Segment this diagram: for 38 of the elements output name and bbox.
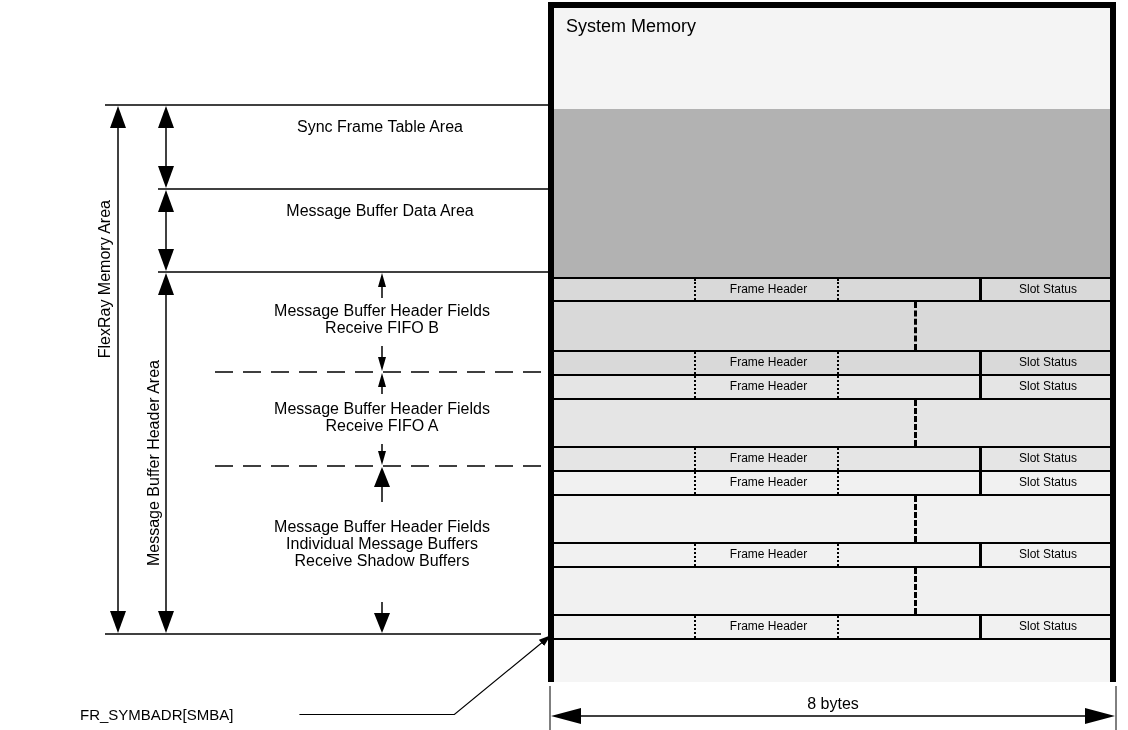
memory-band — [554, 638, 1110, 682]
field-label: Frame Header — [728, 474, 809, 491]
area-label: Message Buffer Header Fields Receive FIFO B — [273, 302, 491, 336]
field-label: Slot Status — [1018, 354, 1078, 371]
dimension-label: Message Buffer Header Area — [145, 360, 162, 567]
box-title: System Memory — [566, 16, 697, 37]
field-label: Frame Header — [728, 618, 809, 635]
memory-row — [554, 614, 1110, 638]
register-label: FR_SYMBADR[SMBA] — [80, 706, 234, 723]
area-label: Sync Frame Table Area — [296, 118, 464, 135]
memory-band — [554, 109, 1110, 277]
field-label: Slot Status — [1018, 281, 1078, 298]
memory-row — [554, 374, 1110, 398]
field-label: Slot Status — [1018, 546, 1078, 563]
field-label: Frame Header — [728, 281, 809, 298]
area-label: Message Buffer Header Fields Receive FIFO A — [273, 400, 491, 434]
field-label: Slot Status — [1018, 378, 1078, 395]
field-label: Slot Status — [1018, 474, 1078, 491]
memory-row — [554, 277, 1110, 300]
field-label: Frame Header — [728, 378, 809, 395]
dimension-label: 8 bytes — [806, 695, 860, 712]
field-label: Frame Header — [728, 354, 809, 371]
field-label: Slot Status — [1018, 618, 1078, 635]
memory-box — [548, 2, 1116, 682]
memory-band — [554, 300, 1110, 350]
memory-row — [554, 350, 1110, 374]
field-label: Frame Header — [728, 546, 809, 563]
memory-band — [554, 566, 1110, 614]
field-label: Slot Status — [1018, 450, 1078, 467]
memory-row — [554, 446, 1110, 470]
area-label: Message Buffer Header Fields Individual Message Buffers Receive Shadow Buffers — [273, 518, 491, 569]
dimension-label: FlexRay Memory Area — [96, 200, 113, 359]
memory-band — [554, 494, 1110, 542]
memory-row — [554, 542, 1110, 566]
memory-row — [554, 470, 1110, 494]
memory-band — [554, 398, 1110, 446]
area-label: Message Buffer Data Area — [285, 202, 475, 219]
field-label: Frame Header — [728, 450, 809, 467]
